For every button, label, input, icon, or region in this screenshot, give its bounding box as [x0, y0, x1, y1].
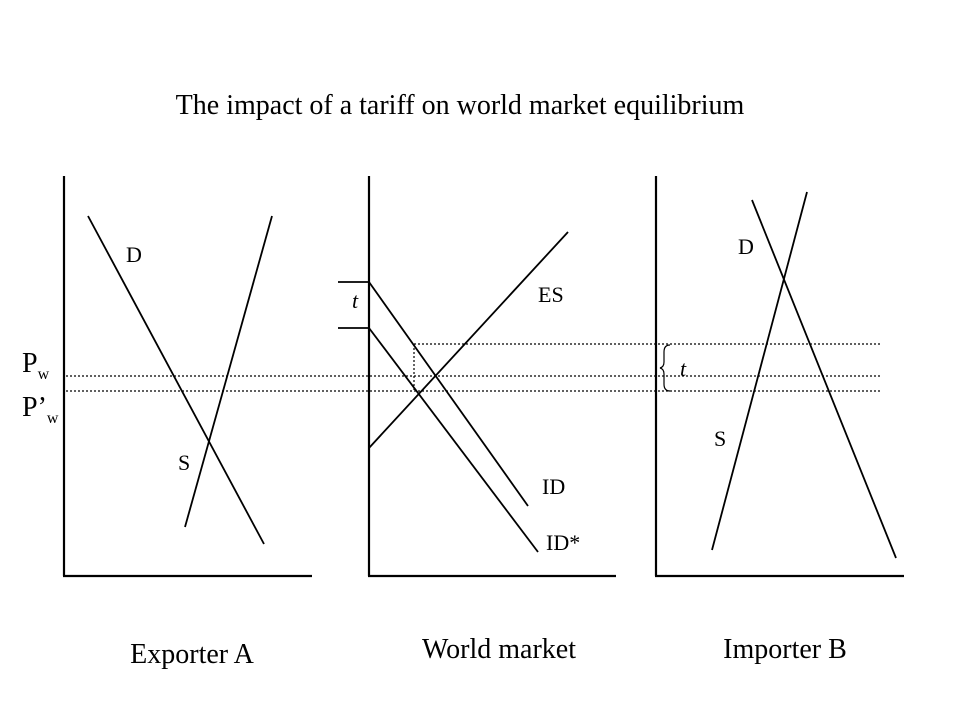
pw-prime-label: P’w	[22, 392, 59, 427]
pw-label: Pw	[22, 348, 50, 383]
id-star-label: ID*	[546, 530, 580, 555]
importer-supply-curve	[711, 191, 808, 551]
importer-tariff-label: t	[680, 356, 687, 381]
id-curve	[368, 281, 529, 507]
tariff-brace	[659, 344, 671, 392]
exporter-demand-curve	[87, 215, 265, 545]
exporter-supply-label: S	[178, 450, 190, 475]
importer-demand-label: D	[738, 234, 754, 259]
exporter-panel-title: Exporter A	[130, 639, 254, 670]
id-star-curve	[368, 327, 539, 553]
exporter-panel: D S Exporter A	[62, 176, 312, 670]
exporter-supply-curve	[184, 215, 273, 528]
importer-demand-curve	[751, 199, 897, 559]
id-label: ID	[542, 474, 565, 499]
world-panel-title: World market	[422, 634, 576, 665]
importer-panel-title: Importer B	[723, 634, 847, 665]
importer-panel: t D S Importer B	[654, 176, 904, 665]
world-panel: t ES ID ID* World market	[338, 176, 616, 665]
importer-supply-label: S	[714, 426, 726, 451]
es-curve	[368, 231, 569, 449]
diagram-title: The impact of a tariff on world market e…	[176, 90, 745, 121]
world-tariff-label: t	[352, 288, 359, 313]
es-label: ES	[538, 282, 564, 307]
exporter-demand-label: D	[126, 242, 142, 267]
